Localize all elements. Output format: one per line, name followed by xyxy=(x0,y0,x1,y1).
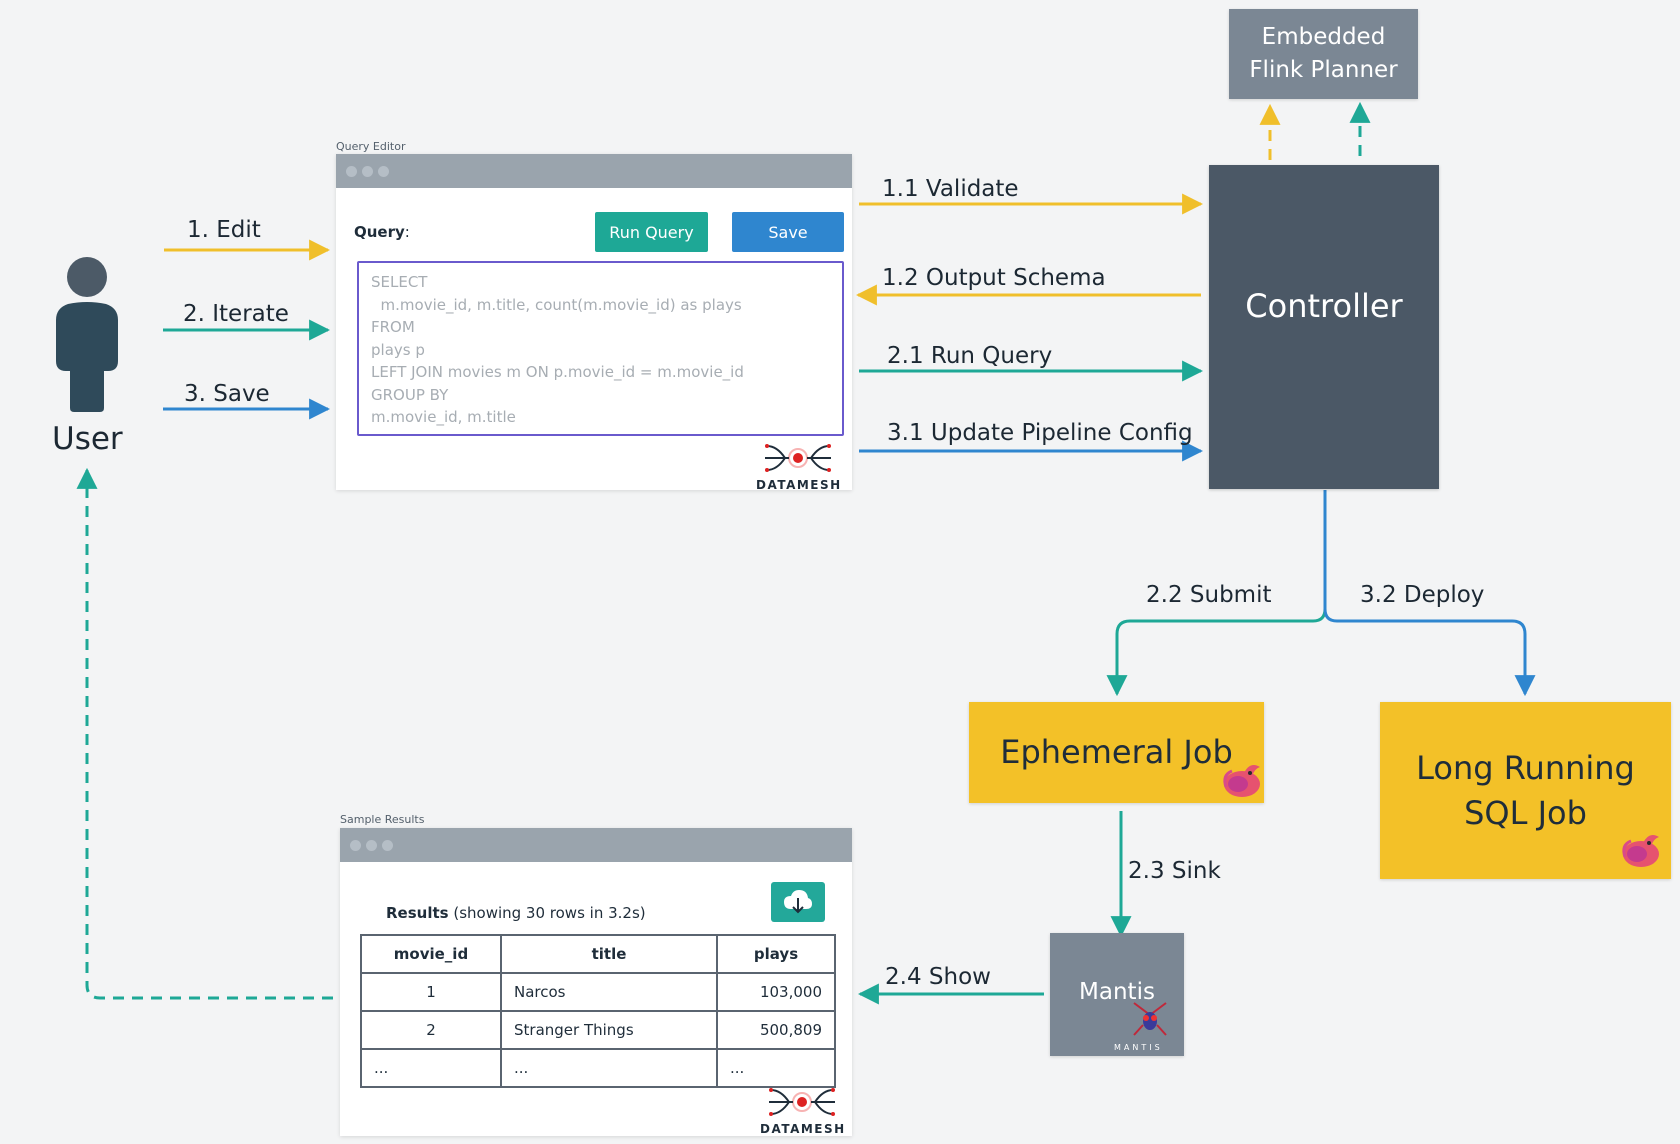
query-editor-titlebar xyxy=(336,154,852,188)
window-dot xyxy=(382,840,393,851)
datamesh-logo-text: DATAMESH xyxy=(756,478,842,492)
cell-title: ... xyxy=(500,1048,718,1088)
column-header: title xyxy=(500,934,718,974)
results-to-user-connector xyxy=(76,467,333,1000)
window-dot xyxy=(362,166,373,177)
datamesh-logo-icon xyxy=(769,1088,835,1116)
show-label: 2.4 Show xyxy=(885,964,991,990)
ephemeral-job-box: Ephemeral Job xyxy=(969,702,1264,803)
sql-line: plays p xyxy=(371,340,425,359)
controller-box: Controller xyxy=(1209,165,1439,489)
cell-plays: ... xyxy=(716,1048,836,1088)
datamesh-logo: DATAMESH xyxy=(756,442,840,492)
query-editor-caption: Query Editor xyxy=(336,140,406,153)
user-label: User xyxy=(52,421,123,457)
cell-plays: 103,000 xyxy=(716,972,836,1012)
table-row: ... ... ... xyxy=(360,1048,836,1088)
window-dot xyxy=(366,840,377,851)
cell-movie-id: 2 xyxy=(360,1010,502,1050)
sql-query-input[interactable]: SELECT m.movie_id, m.title, count(m.movi… xyxy=(357,261,844,436)
sample-results-caption: Sample Results xyxy=(340,813,425,826)
window-dot xyxy=(378,166,389,177)
column-header: plays xyxy=(716,934,836,974)
window-dot xyxy=(346,166,357,177)
sql-line: m.movie_id, m.title, count(m.movie_id) a… xyxy=(371,295,742,314)
datamesh-logo: DATAMESH xyxy=(760,1086,844,1136)
query-editor-window: Query: Run Query Save SELECT m.movie_id,… xyxy=(336,154,852,492)
cell-movie-id: ... xyxy=(360,1048,502,1088)
flink-planner-line2: Flink Planner xyxy=(1249,57,1398,83)
sql-line: FROM xyxy=(371,318,415,336)
long-running-line1: Long Running xyxy=(1416,748,1635,787)
mantis-bug-icon xyxy=(1133,1002,1167,1036)
save-button[interactable]: Save xyxy=(732,212,844,252)
datamesh-logo-text: DATAMESH xyxy=(760,1122,846,1136)
deploy-label: 3.2 Deploy xyxy=(1360,582,1485,608)
table-row: 2 Stranger Things 500,809 xyxy=(360,1010,836,1050)
cell-plays: 500,809 xyxy=(716,1010,836,1050)
datamesh-logo-icon xyxy=(765,444,831,472)
run-query-label: 2.1 Run Query xyxy=(887,343,1053,369)
table-row: 1 Narcos 103,000 xyxy=(360,972,836,1012)
mantis-box: Mantis MANTIS xyxy=(1050,933,1184,1056)
user-icon xyxy=(56,257,118,412)
controller-label: Controller xyxy=(1245,287,1403,325)
cell-movie-id: 1 xyxy=(360,972,502,1012)
results-table: movie_id title plays 1 Narcos 103,000 2 … xyxy=(360,934,836,1088)
download-button[interactable] xyxy=(771,882,825,922)
flink-planner-box: Embedded Flink Planner xyxy=(1229,9,1418,99)
iterate-label: 2. Iterate xyxy=(183,301,289,327)
sql-line: m.movie_id, m.title xyxy=(371,408,516,426)
cloud-download-icon xyxy=(784,890,812,914)
column-header: movie_id xyxy=(360,934,502,974)
sample-results-window: Results (showing 30 rows in 3.2s) movie_… xyxy=(340,828,852,1136)
sink-label: 2.3 Sink xyxy=(1128,858,1221,884)
window-dot xyxy=(350,840,361,851)
sql-line: GROUP BY xyxy=(371,385,449,404)
flink-squirrel-icon xyxy=(1622,835,1659,867)
cell-title: Stranger Things xyxy=(500,1010,718,1050)
run-query-button[interactable]: Run Query xyxy=(595,212,708,252)
update-pipeline-label: 3.1 Update Pipeline Config xyxy=(887,420,1193,446)
long-running-line2: SQL Job xyxy=(1464,793,1587,832)
cell-title: Narcos xyxy=(500,972,718,1012)
sample-results-titlebar xyxy=(340,828,852,862)
save-label: 3. Save xyxy=(184,381,270,407)
results-heading: Results (showing 30 rows in 3.2s) xyxy=(386,904,646,922)
mantis-logo-text: MANTIS xyxy=(1114,1043,1163,1052)
results-header-row: movie_id title plays xyxy=(360,934,836,974)
long-running-job-box: Long Running SQL Job xyxy=(1380,702,1671,879)
edit-label: 1. Edit xyxy=(187,217,261,243)
output-schema-label: 1.2 Output Schema xyxy=(882,265,1106,291)
ephemeral-job-label: Ephemeral Job xyxy=(1000,733,1233,772)
mantis-label: Mantis xyxy=(1079,978,1155,1005)
query-label: Query: xyxy=(354,223,410,241)
validate-label: 1.1 Validate xyxy=(882,176,1019,202)
sql-line: LEFT JOIN movies m ON p.movie_id = m.mov… xyxy=(371,363,744,381)
flink-planner-line1: Embedded xyxy=(1261,23,1386,50)
flink-squirrel-icon xyxy=(1223,765,1260,797)
sql-line: SELECT xyxy=(371,273,428,291)
deploy-connector xyxy=(1323,490,1536,697)
submit-label: 2.2 Submit xyxy=(1146,582,1272,608)
